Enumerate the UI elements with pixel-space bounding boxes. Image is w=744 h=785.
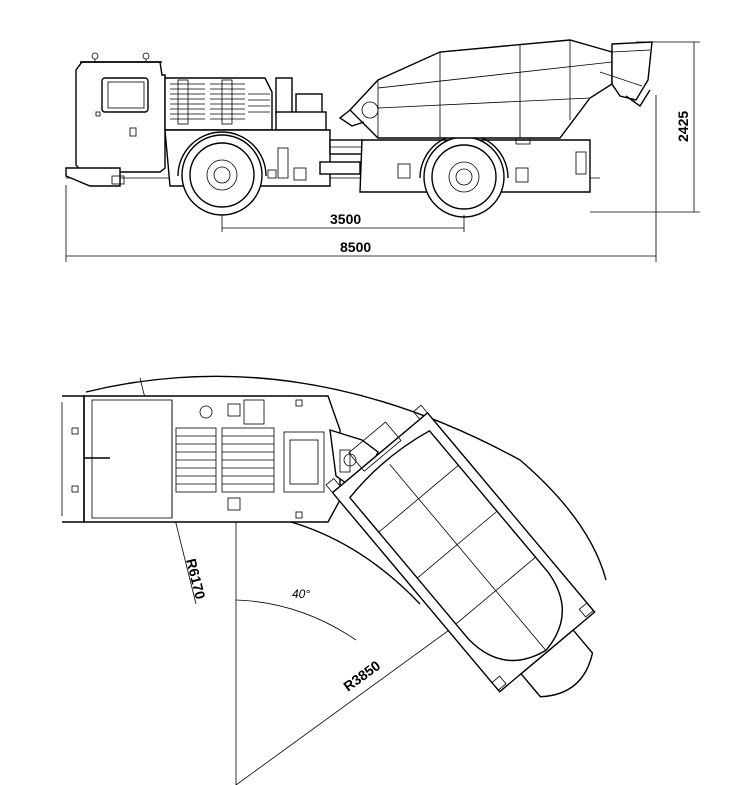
front-bumper: [65, 167, 121, 187]
inner-radius-line: [235, 627, 453, 785]
outer-radius-label: R6170: [183, 557, 209, 601]
cab: [75, 52, 166, 173]
height-label: 2425: [675, 111, 691, 142]
angle-arc: [235, 599, 357, 641]
engine-hood: [164, 77, 273, 131]
inner-radius-label: R3850: [340, 657, 383, 694]
articulation-joint: [319, 139, 363, 175]
mixer-drum-top: [325, 404, 596, 698]
angle-label: 40°: [292, 587, 310, 601]
front-wheel: [177, 131, 267, 216]
top-view: R6170 R3850 40°: [61, 375, 607, 785]
dimension-wheelbase: 3500: [221, 211, 465, 232]
side-view: 2425 3500 8500: [65, 39, 700, 262]
length-label: 8500: [340, 239, 371, 255]
dimension-height: 2425: [590, 41, 700, 213]
rear-wheel: [419, 133, 509, 218]
outer-turning-arc: [85, 375, 607, 581]
exhaust-stack: [275, 77, 293, 115]
tractor-top: [61, 395, 341, 523]
mixer-drum: [338, 39, 613, 139]
wheelbase-label: 3500: [330, 211, 361, 227]
dimension-length: 8500: [65, 95, 657, 262]
